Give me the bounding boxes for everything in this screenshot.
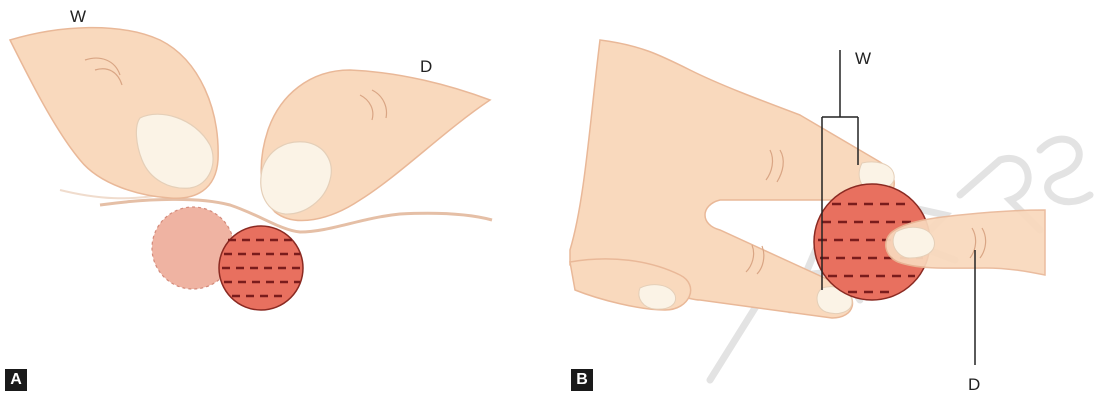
panel-b-label-w: W: [855, 50, 871, 67]
panel-b-tag: B: [571, 369, 593, 391]
panel-a-label-d: D: [420, 58, 432, 75]
panel-a-tag: A: [5, 369, 27, 391]
panel-b-drawing: [570, 40, 1045, 365]
panel-a-label-w: W: [70, 8, 86, 25]
panel-b-label-d: D: [968, 376, 980, 393]
left-thumb: [10, 28, 218, 199]
lesion-a: [219, 226, 303, 310]
right-thumb: [261, 70, 490, 221]
